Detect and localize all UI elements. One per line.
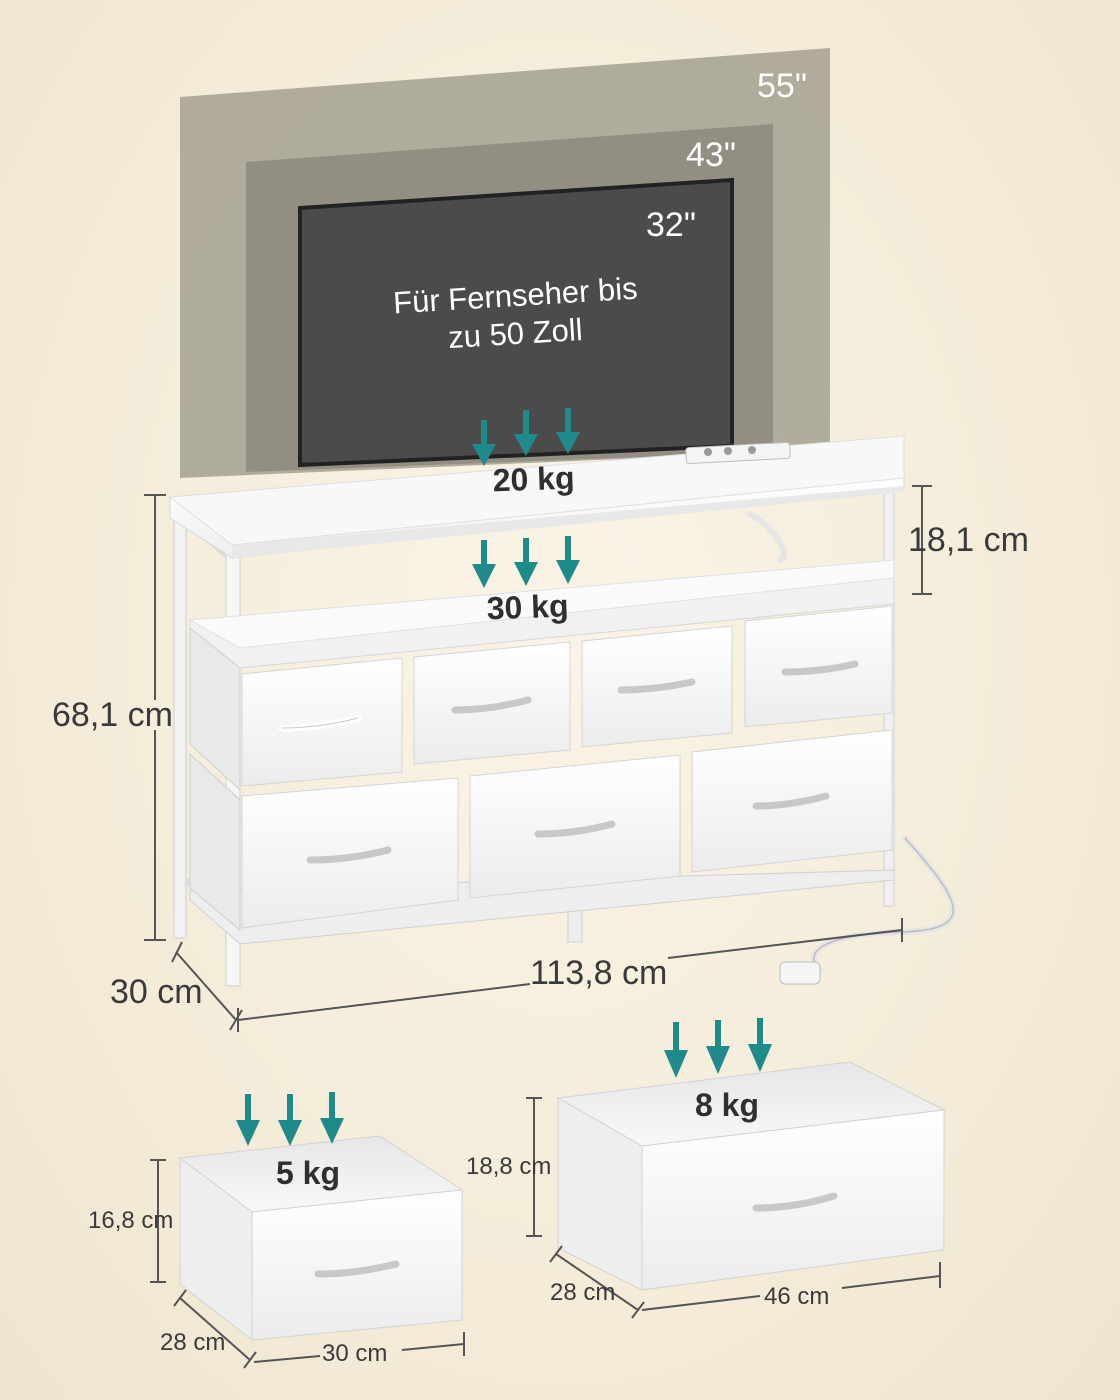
width-label: 113,8 cm <box>530 954 667 992</box>
small-drawer-width-label: 30 cm <box>322 1340 387 1367</box>
tv-size-32-label: 32" <box>646 206 696 244</box>
small-drawer-height-label: 16,8 cm <box>88 1207 173 1234</box>
drawer <box>469 754 681 899</box>
shelf-height-label: 18,1 cm <box>908 521 1029 559</box>
power-strip <box>685 441 791 465</box>
large-drawer-width-label: 46 cm <box>764 1283 829 1310</box>
small-drawer-depth-label: 28 cm <box>160 1329 225 1356</box>
arrow-down-icon <box>664 1022 688 1078</box>
drawer-row-bottom <box>241 729 893 929</box>
arrow-down-icon <box>706 1020 730 1074</box>
drawer <box>241 777 459 929</box>
arrow-down-icon <box>278 1094 302 1146</box>
small-fabric-drawer <box>178 1135 464 1342</box>
large-drawer-depth-label: 28 cm <box>550 1279 615 1306</box>
arrow-down-icon <box>514 538 538 586</box>
arrow-down-icon <box>556 536 580 584</box>
load-arrows-small-drawer <box>236 1092 344 1146</box>
arrow-down-icon <box>514 410 538 456</box>
load-arrows-large-drawer <box>664 1018 772 1078</box>
load-small-drawer-label: 5 kg <box>276 1155 340 1191</box>
large-fabric-drawer <box>556 1061 946 1291</box>
load-top-label: 20 kg <box>492 460 575 499</box>
total-height-label: 68,1 cm <box>52 696 173 734</box>
tv-size-55-label: 55" <box>757 67 807 105</box>
drawer-row-top <box>241 605 893 787</box>
power-plug <box>779 961 821 985</box>
load-arrows-top <box>472 408 580 466</box>
arrow-down-icon <box>236 1094 260 1146</box>
load-shelf-label: 30 kg <box>486 588 569 627</box>
large-drawer-height-label: 18,8 cm <box>466 1153 551 1180</box>
depth-label: 30 cm <box>110 973 203 1011</box>
arrow-down-icon <box>748 1018 772 1072</box>
tv-size-43-label: 43" <box>686 136 736 174</box>
drawer <box>413 641 571 765</box>
tv-stand <box>168 435 957 987</box>
drawer <box>744 605 893 728</box>
load-large-drawer-label: 8 kg <box>695 1087 759 1123</box>
arrow-down-icon <box>472 420 496 466</box>
load-arrows-shelf <box>472 536 580 588</box>
tv-caption-line2: zu 50 Zoll <box>447 312 583 355</box>
tv-size-comparison: 55" 43" 32" Für Fernseher bis zu 50 Zoll <box>180 48 830 478</box>
arrow-down-icon <box>556 408 580 454</box>
arrow-down-icon <box>320 1092 344 1144</box>
arrow-down-icon <box>472 540 496 588</box>
